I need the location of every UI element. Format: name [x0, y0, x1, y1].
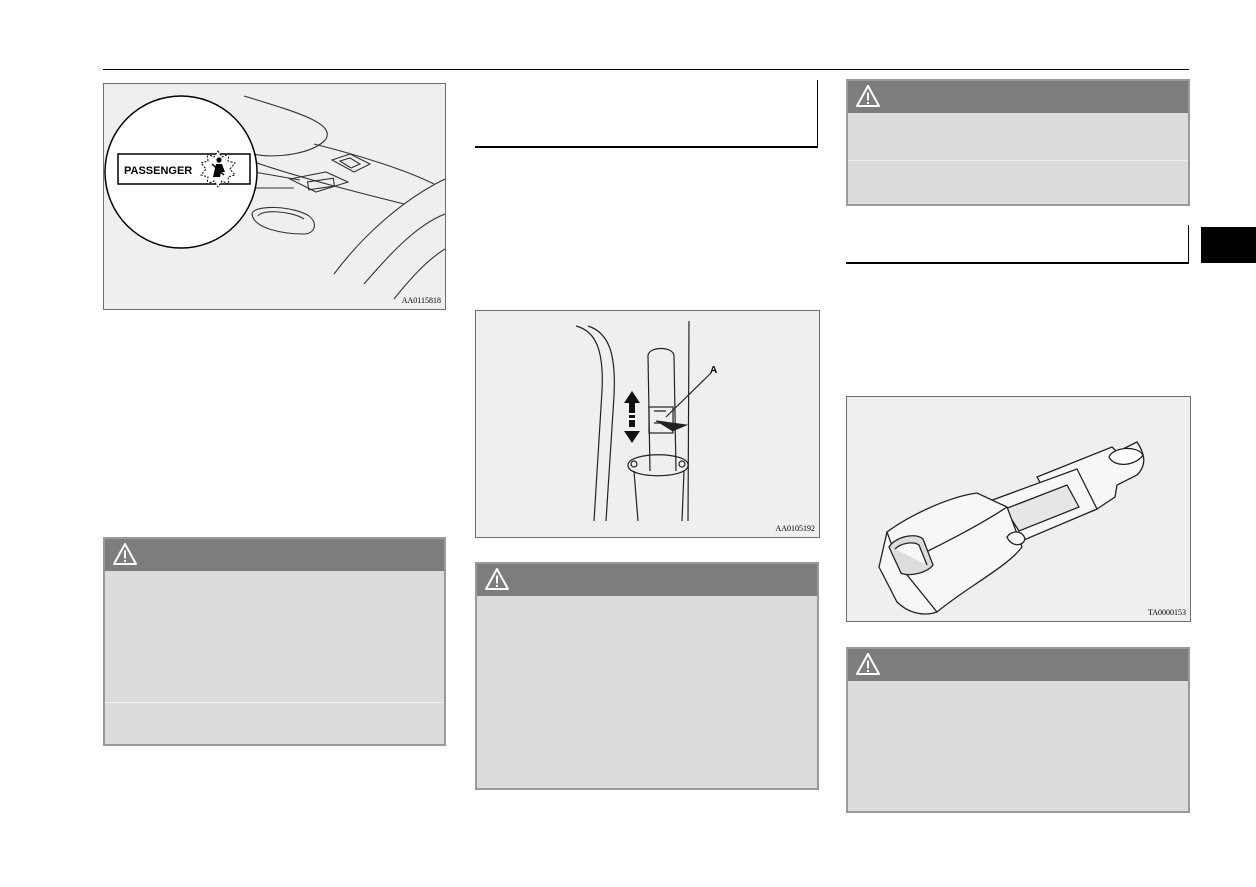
figure-code: AA0115818 — [401, 296, 441, 305]
warning-triangle-icon — [113, 543, 137, 565]
warning-box — [846, 79, 1190, 206]
warning-box — [846, 647, 1190, 813]
warning-header — [105, 539, 444, 571]
figure-code: AA0105192 — [775, 524, 815, 533]
figure-passenger-seatbelt-indicator: PASSENGER AA0115818 — [103, 83, 446, 310]
callout-label: A — [710, 365, 717, 376]
indicator-label-passenger: PASSENGER — [124, 165, 192, 177]
illustration-belt-height-adjuster: A — [575, 320, 717, 522]
figure-shoulder-belt-anchor: A AA0105192 — [475, 310, 820, 538]
figure-seatbelt-extender: TA0000153 — [846, 396, 1191, 622]
seatbelt-warning-icon — [200, 150, 236, 188]
illustration-belt-extender — [878, 441, 1145, 615]
page-top-rule — [103, 69, 1189, 70]
warning-header — [848, 81, 1188, 113]
warning-triangle-icon — [485, 568, 509, 590]
section-heading-box — [475, 80, 818, 148]
warning-triangle-icon — [856, 85, 880, 107]
illustration-overhead-console: PASSENGER — [104, 95, 445, 300]
warning-header — [477, 564, 817, 596]
adjust-direction-arrow — [624, 391, 640, 443]
warning-triangle-icon — [856, 653, 880, 675]
figure-code: TA0000153 — [1147, 608, 1186, 617]
warning-box — [103, 537, 446, 746]
warning-box — [475, 562, 819, 790]
warning-header — [848, 649, 1188, 681]
section-thumb-tab — [1201, 227, 1256, 263]
warning-divider — [848, 160, 1188, 161]
section-heading-box — [846, 225, 1189, 264]
warning-divider — [105, 702, 444, 703]
